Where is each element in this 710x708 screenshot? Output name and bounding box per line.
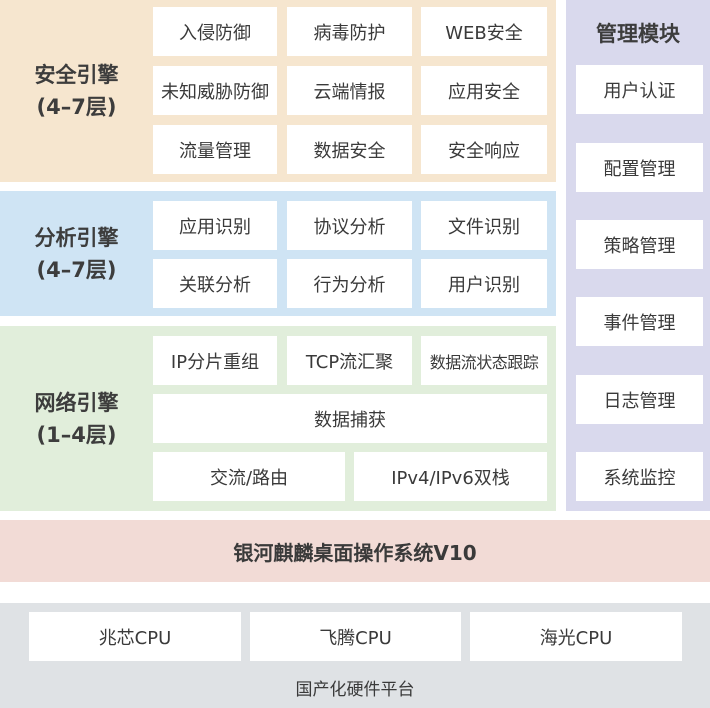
security-engine-title: 安全引擎 (4–7层) — [0, 0, 153, 182]
security-engine-layers: (4–7层) — [36, 95, 117, 119]
management-item-system-monitor: 系统监控 — [576, 452, 703, 501]
network-item-flow-state-tracking: 数据流状态跟踪 — [421, 336, 547, 385]
security-item-cloud-intel: 云端情报 — [287, 66, 412, 115]
analysis-item-protocol-analysis: 协议分析 — [287, 201, 412, 250]
security-item-data-security: 数据安全 — [287, 125, 412, 174]
hardware-platform-title: 国产化硬件平台 — [295, 679, 415, 700]
analysis-engine-name: 分析引擎 — [34, 225, 119, 250]
os-layer: 银河麒麟桌面操作系统V10 — [0, 520, 710, 582]
network-item-switching-routing: 交流/路由 — [153, 452, 345, 501]
cpu-zhaoxin: 兆芯CPU — [29, 612, 241, 661]
security-item-intrusion-prevention: 入侵防御 — [153, 7, 277, 56]
security-item-unknown-threat: 未知威胁防御 — [153, 66, 277, 115]
security-item-antivirus: 病毒防护 — [287, 7, 412, 56]
analysis-engine-layers: (4–7层) — [36, 257, 117, 282]
network-item-data-capture: 数据捕获 — [153, 394, 547, 443]
analysis-engine-title: 分析引擎 (4–7层) — [0, 191, 153, 316]
hardware-platform-section: 兆芯CPU 飞腾CPU 海光CPU 国产化硬件平台 — [0, 603, 710, 708]
management-module-title: 管理模块 — [596, 21, 680, 46]
security-item-web-security: WEB安全 — [421, 7, 547, 56]
analysis-item-user-identification: 用户识别 — [421, 259, 547, 308]
network-engine-section: 网络引擎 (1–4层) IP分片重组 TCP流汇聚 数据流状态跟踪 数据捕获 交… — [0, 326, 556, 511]
management-item-config-mgmt: 配置管理 — [576, 143, 703, 192]
management-item-log-mgmt: 日志管理 — [576, 375, 703, 424]
security-item-traffic-mgmt: 流量管理 — [153, 125, 277, 174]
security-engine-section: 安全引擎 (4–7层) 入侵防御 病毒防护 WEB安全 未知威胁防御 云端情报 … — [0, 0, 556, 182]
management-module-panel: 管理模块 用户认证 配置管理 策略管理 事件管理 日志管理 系统监控 — [566, 0, 710, 511]
analysis-engine-section: 分析引擎 (4–7层) 应用识别 协议分析 文件识别 关联分析 行为分析 用户识… — [0, 191, 556, 316]
analysis-item-file-identification: 文件识别 — [421, 201, 547, 250]
management-item-user-auth: 用户认证 — [576, 65, 703, 114]
security-item-app-security: 应用安全 — [421, 66, 547, 115]
security-item-security-response: 安全响应 — [421, 125, 547, 174]
network-item-tcp-stream-aggregation: TCP流汇聚 — [287, 336, 412, 385]
network-engine-name: 网络引擎 — [34, 390, 119, 415]
os-layer-title: 银河麒麟桌面操作系统V10 — [233, 540, 477, 565]
network-item-dual-stack: IPv4/IPv6双栈 — [354, 452, 547, 501]
cpu-phytium: 飞腾CPU — [250, 612, 461, 661]
cpu-hygon: 海光CPU — [470, 612, 682, 661]
security-engine-name: 安全引擎 — [34, 63, 119, 87]
network-item-ip-fragment-reassembly: IP分片重组 — [153, 336, 277, 385]
analysis-item-correlation-analysis: 关联分析 — [153, 259, 277, 308]
management-item-policy-mgmt: 策略管理 — [576, 220, 703, 269]
analysis-item-app-identification: 应用识别 — [153, 201, 277, 250]
management-item-event-mgmt: 事件管理 — [576, 297, 703, 346]
network-engine-title: 网络引擎 (1–4层) — [0, 326, 153, 511]
network-engine-layers: (1–4层) — [36, 422, 117, 447]
analysis-item-behavior-analysis: 行为分析 — [287, 259, 412, 308]
